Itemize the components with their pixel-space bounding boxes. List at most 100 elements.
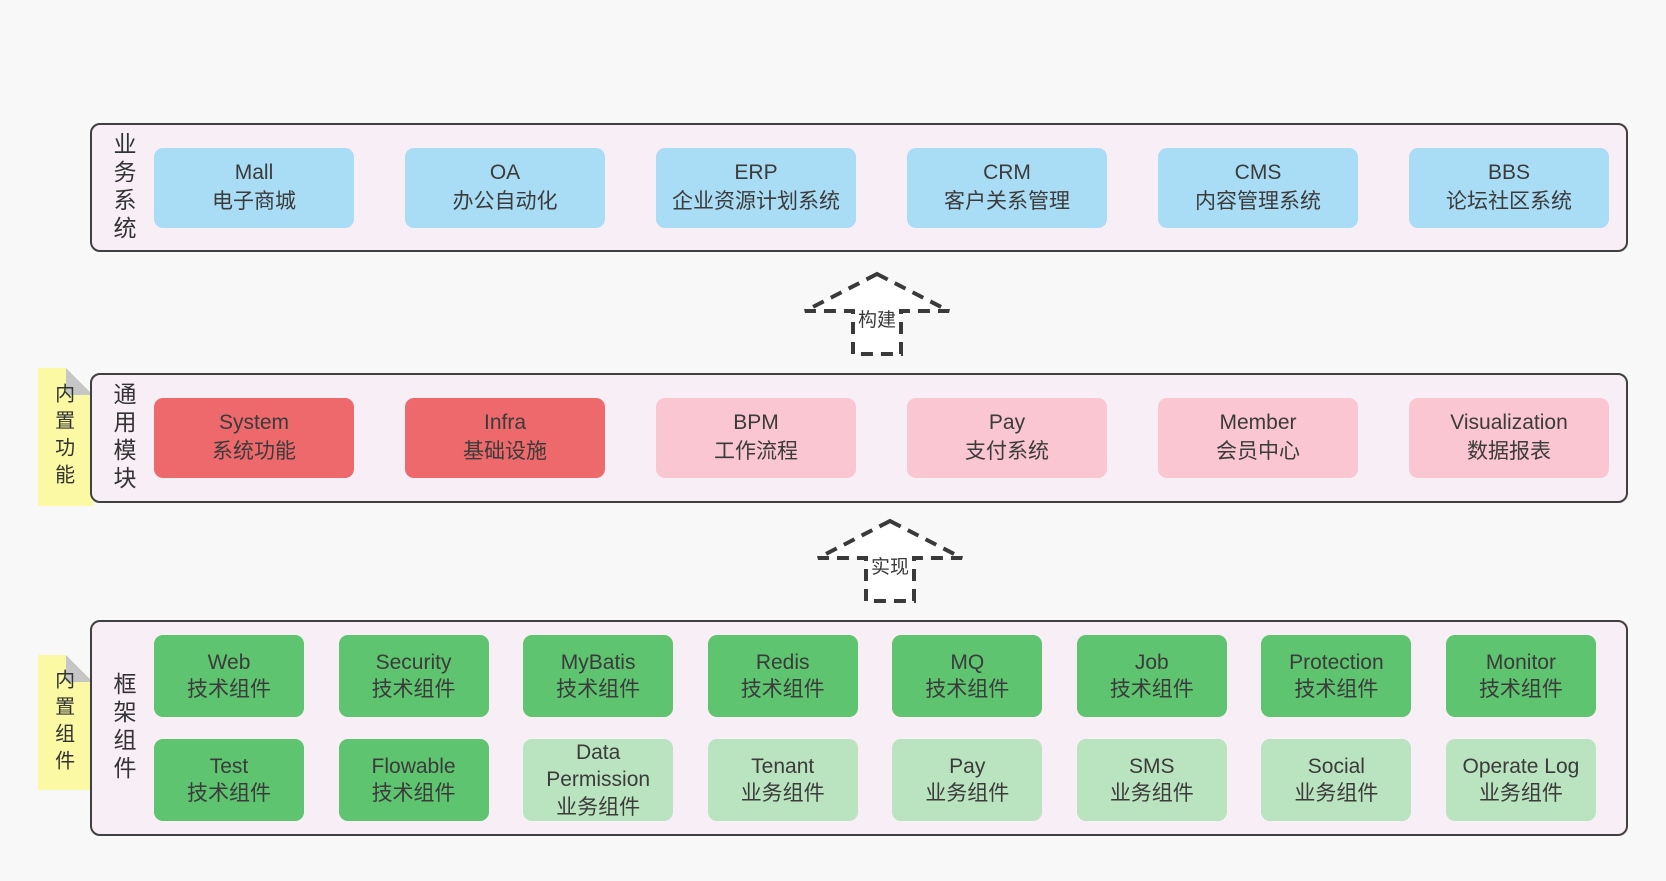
node-subtitle: 技术组件 [740,678,825,701]
node-data-permission: Data Permission 业务组件 [523,739,674,821]
node-monitor: Monitor 技术组件 [1445,635,1596,717]
node-subtitle: 论坛社区系统 [1446,189,1572,213]
node-subtitle: 技术组件 [556,678,641,701]
node-bbs: BBS 论坛社区系统 [1409,147,1609,228]
node-subtitle: 基础设施 [463,440,547,463]
node-operate-log: Operate Log 业务组件 [1445,739,1596,821]
node-tenant: Tenant 业务组件 [707,739,858,821]
node-cms: CMS 内容管理系统 [1158,147,1358,228]
node-pay: Pay 业务组件 [892,739,1043,821]
node-subtitle: 系统功能 [212,440,296,463]
panel-title: 通用模块 [110,382,136,494]
node-title: Security [375,650,452,674]
node-subtitle: 业务组件 [1294,782,1379,805]
node-subtitle: 企业资源计划系统 [672,189,840,213]
node-flowable: Flowable 技术组件 [338,739,489,821]
node-subtitle: 业务组件 [925,782,1010,805]
node-system: System 系统功能 [154,398,354,478]
node-subtitle: 会员中心 [1216,440,1300,463]
node-title: BBS [1487,160,1531,184]
node-subtitle: 业务组件 [556,795,641,819]
node-title: CRM [983,160,1031,184]
node-title: Mall [234,160,274,184]
node-pay: Pay 支付系统 [907,398,1107,478]
panel-title: 业务系统 [110,131,136,244]
node-sms: SMS 业务组件 [1076,739,1227,821]
node-subtitle: 技术组件 [1294,678,1379,701]
node-title: Operate Log [1462,754,1580,778]
node-subtitle: 技术组件 [925,678,1010,701]
node-subtitle: 内容管理系统 [1195,189,1321,213]
node-subtitle: 业务组件 [740,782,825,805]
panel-common-modules: 通用模块 System 系统功能 Infra 基础设施 BPM 工作流程 Pay 支付系统 Me… [90,373,1628,503]
node-title: ERP [734,160,778,184]
node-subtitle: 技术组件 [371,678,456,701]
node-title: OA [489,160,521,184]
panel-label-column: 业务系统 [92,125,154,250]
arrow-label: 实现 [867,551,913,580]
node-subtitle: 技术组件 [187,782,271,805]
node-title: Flowable [371,754,456,778]
box-row: System 系统功能 Infra 基础设施 BPM 工作流程 Pay 支付系统 Member 会… [154,398,1609,478]
sticky-label: 内置组件 [51,668,74,777]
node-test: Test 技术组件 [154,739,304,821]
node-protection: Protection 技术组件 [1261,635,1412,717]
node-infra: Infra 基础设施 [405,398,605,478]
node-title: Web [207,650,251,674]
node-subtitle: 办公自动化 [452,189,558,213]
panel-label-column: 通用模块 [92,375,154,501]
node-title: Monitor [1485,650,1556,674]
sticky-note-builtin-features: 内置功能 [38,368,93,506]
implement-arrow: 实现 [815,518,965,604]
node-subtitle: 数据报表 [1467,440,1551,463]
node-subtitle: 工作流程 [714,440,798,463]
node-title: CMS [1234,160,1282,184]
sticky-note-builtin-components: 内置组件 [38,655,93,790]
node-title: Pay [949,754,986,778]
node-subtitle: 电子商城 [212,189,296,213]
node-title: Pay [988,411,1026,435]
node-subtitle: 技术组件 [371,782,456,805]
node-title: Protection [1289,650,1384,674]
node-web: Web 技术组件 [154,635,304,717]
node-title: MyBatis [560,650,636,674]
node-security: Security 技术组件 [338,635,489,717]
node-title: Infra [483,411,527,435]
node-title: SMS [1129,754,1175,778]
node-title: Member [1219,411,1297,435]
panel-label-column: 框架组件 [92,622,154,834]
node-social: Social 业务组件 [1261,739,1412,821]
node-subtitle: 技术组件 [187,678,271,701]
panel-title: 框架组件 [110,672,136,784]
panel-content: System 系统功能 Infra 基础设施 BPM 工作流程 Pay 支付系统 Member 会… [154,375,1626,501]
node-title: Social [1307,754,1365,778]
node-title: Visualization [1450,411,1568,435]
node-mybatis: MyBatis 技术组件 [523,635,674,717]
node-bpm: BPM 工作流程 [656,398,856,478]
node-subtitle: 业务组件 [1478,782,1563,805]
node-mall: Mall 电子商城 [154,147,354,228]
node-subtitle: 技术组件 [1109,678,1194,701]
node-title: Test [209,754,249,778]
node-visualization: Visualization 数据报表 [1409,398,1609,478]
node-title: BPM [733,411,779,435]
node-member: Member 会员中心 [1158,398,1358,478]
node-subtitle: 支付系统 [965,440,1049,463]
node-subtitle: 技术组件 [1478,678,1563,701]
arrow-label: 构建 [854,304,900,333]
node-title: Data Permission [546,741,651,792]
node-oa: OA 办公自动化 [405,147,605,228]
node-subtitle: 业务组件 [1109,782,1194,805]
node-title: System [218,411,289,435]
build-arrow: 构建 [802,271,952,357]
node-title: Tenant [751,754,815,778]
